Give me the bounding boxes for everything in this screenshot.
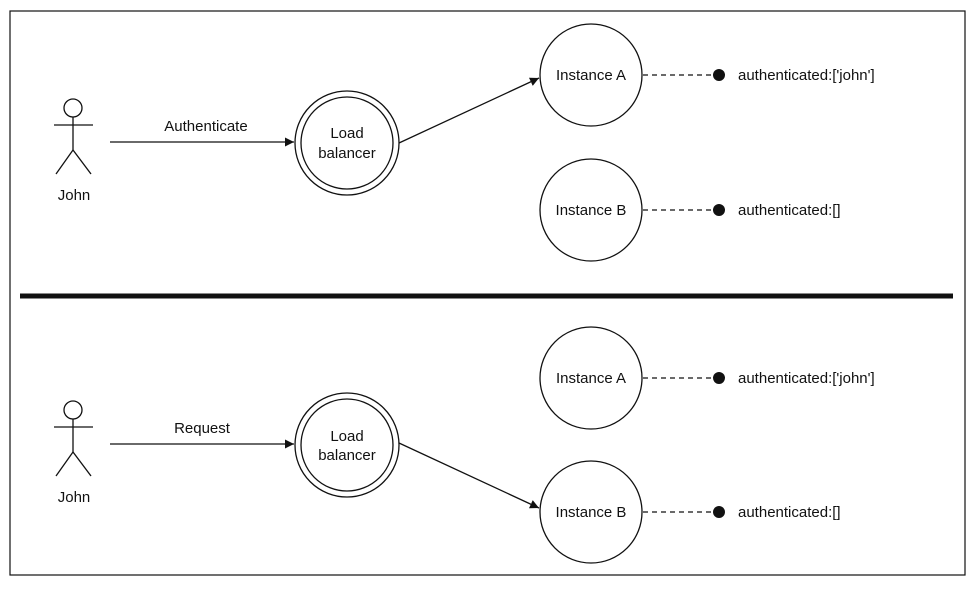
actor-label: John (58, 489, 91, 506)
instance-b-node (539, 460, 643, 564)
instance-a-label: Instance A (556, 67, 626, 84)
instance-b-label: Instance B (556, 202, 627, 219)
instance-b-label: Instance B (556, 504, 627, 521)
route-arrow (398, 442, 540, 509)
instance-b-state: authenticated:[] (738, 504, 841, 521)
actor-figure (54, 400, 93, 477)
load-balancer-label-line1: Load (330, 125, 363, 142)
instance-a-state: authenticated:['john'] (738, 370, 875, 387)
panel-request: John Request Load balancer Instance A au… (54, 326, 875, 564)
load-balancer-node (294, 392, 400, 498)
load-balancer-label-line2: balancer (318, 145, 376, 162)
actor-label: John (58, 187, 91, 204)
panel-authenticate: John Authenticate Load balancer Instance… (54, 23, 875, 262)
instance-b-node (539, 158, 643, 262)
instance-b-state-dot (713, 506, 725, 518)
instance-a-state-dot (713, 69, 725, 81)
instance-a-node (539, 23, 643, 127)
arrow-label: Authenticate (164, 118, 247, 135)
load-balancer-label-line2: balancer (318, 447, 376, 464)
instance-a-state: authenticated:['john'] (738, 67, 875, 84)
instance-a-label: Instance A (556, 370, 626, 387)
route-arrow (398, 77, 540, 144)
instance-a-node (539, 326, 643, 430)
instance-a-state-dot (713, 372, 725, 384)
instance-b-state: authenticated:[] (738, 202, 841, 219)
load-balancer-node (294, 90, 400, 196)
load-balancer-label-line1: Load (330, 428, 363, 445)
arrow-label: Request (174, 420, 231, 437)
diagram-frame (9, 10, 966, 576)
instance-b-state-dot (713, 204, 725, 216)
actor-figure (54, 98, 93, 175)
